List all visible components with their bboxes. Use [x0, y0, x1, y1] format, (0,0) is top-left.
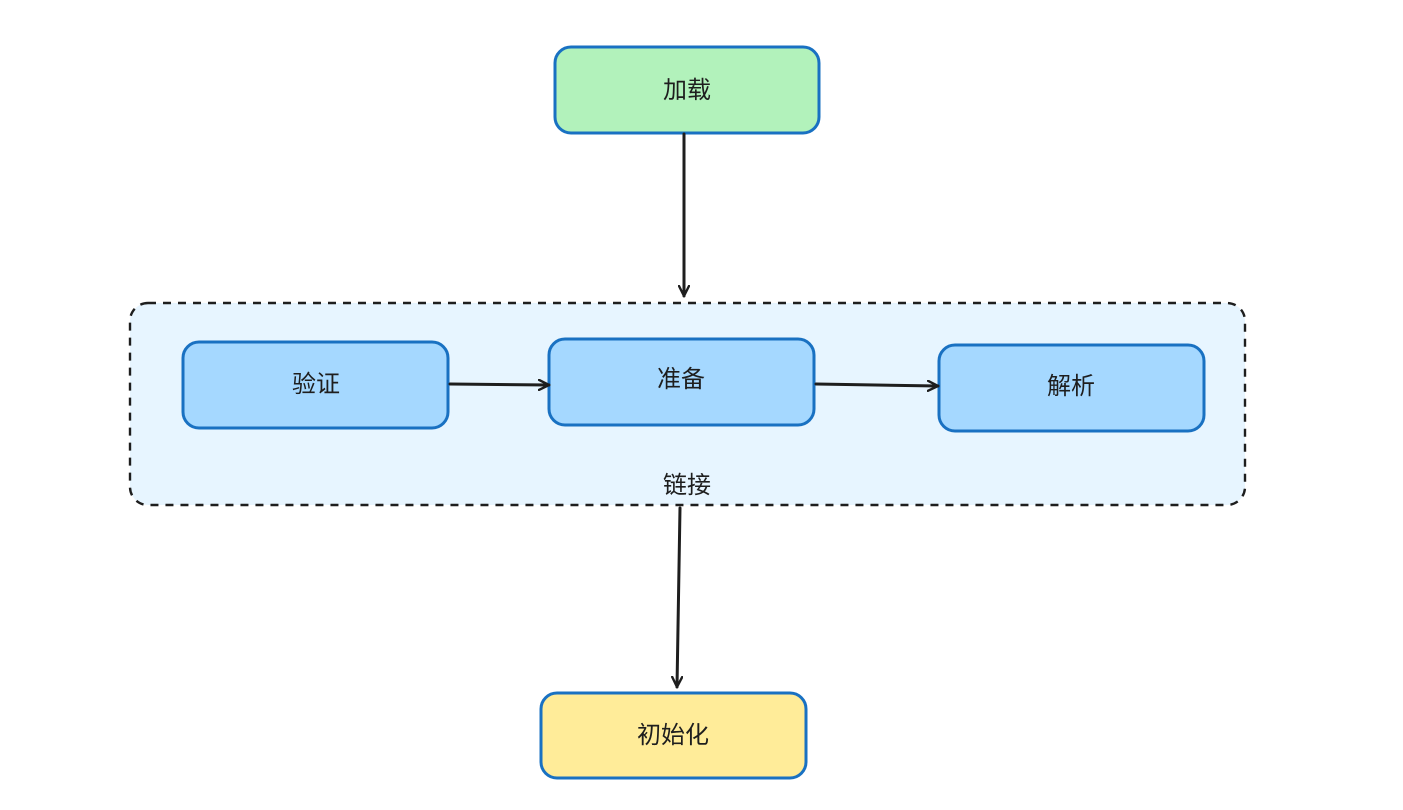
node-prepare-label: 准备: [657, 365, 705, 393]
group-linking-label: 链接: [663, 471, 711, 499]
node-prepare: 准备: [547, 337, 816, 427]
node-load-box: [553, 45, 821, 135]
edge-prepare-to-resolve: [814, 384, 940, 386]
node-resolve: 解析: [937, 343, 1206, 433]
node-load: 加载: [553, 45, 821, 135]
node-init-label: 初始化: [637, 721, 709, 749]
edge-linking-to-init: [677, 506, 680, 689]
node-init-box: [539, 691, 808, 780]
node-init: 初始化: [539, 691, 808, 780]
edge-verify-to-prepare: [448, 384, 551, 385]
node-resolve-label: 解析: [1047, 372, 1095, 400]
node-verify: 验证: [181, 340, 450, 430]
node-load-label: 加载: [663, 76, 711, 104]
node-verify-box: [181, 340, 450, 430]
node-verify-label: 验证: [292, 370, 340, 398]
